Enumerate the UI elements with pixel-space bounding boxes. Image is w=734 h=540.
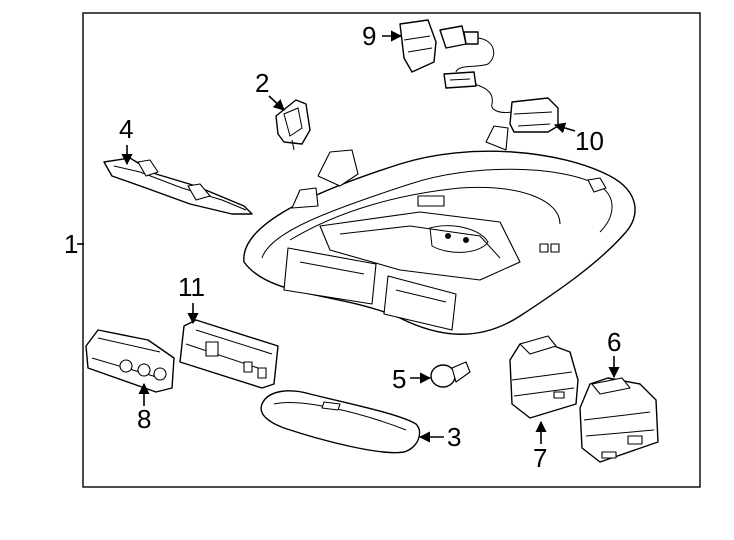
callout-7: 7 — [533, 443, 547, 473]
part-2-clip — [275, 99, 311, 151]
part-8-switch — [85, 329, 175, 393]
leader-10 — [553, 122, 576, 134]
part-7-switch — [509, 335, 579, 419]
callout-6: 6 — [607, 327, 621, 357]
callout-8: 8 — [137, 404, 151, 434]
part-3-lens-cover — [260, 390, 421, 454]
part-9-connector — [399, 19, 479, 73]
harness-wire — [443, 37, 513, 113]
part-5-bulb — [430, 361, 471, 388]
callout-5: 5 — [392, 364, 406, 394]
callout-11: 11 — [178, 272, 205, 302]
callout-10: 10 — [575, 126, 604, 156]
part-10-connector — [509, 97, 559, 133]
overhead-console — [243, 125, 636, 335]
part-6-switch — [579, 377, 659, 463]
callout-2: 2 — [255, 68, 269, 98]
leader-2 — [268, 95, 285, 111]
callout-1: 1 — [64, 229, 78, 259]
callout-9: 9 — [362, 21, 376, 51]
assembly-frame — [82, 12, 701, 488]
callout-4: 4 — [119, 114, 133, 144]
part-4-trim-strip — [103, 157, 253, 215]
callout-3: 3 — [447, 422, 461, 452]
part-11-module — [179, 319, 279, 389]
